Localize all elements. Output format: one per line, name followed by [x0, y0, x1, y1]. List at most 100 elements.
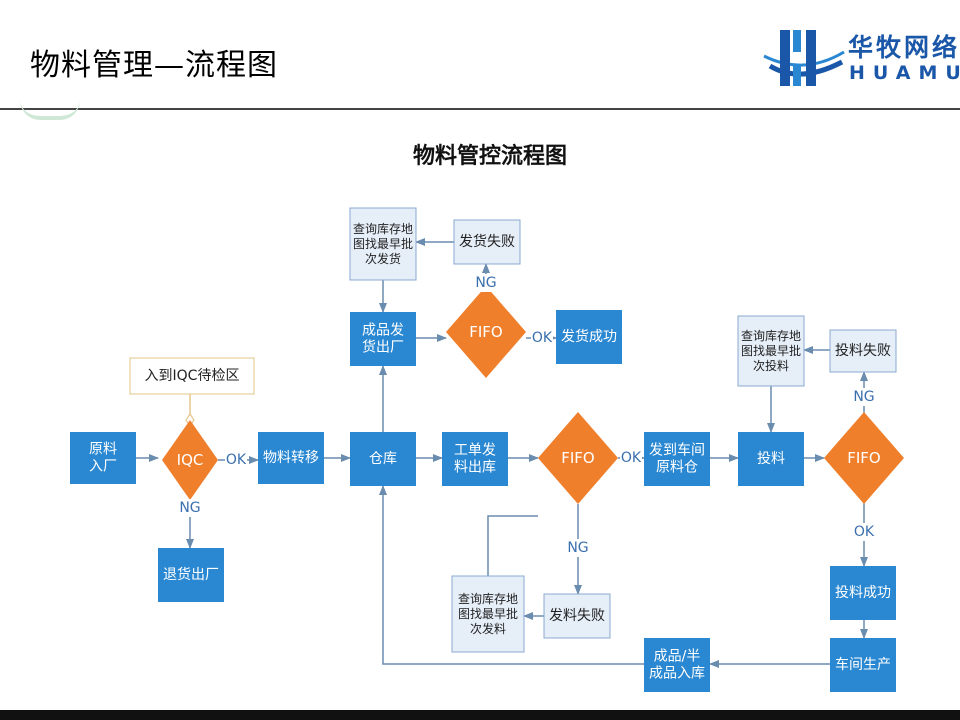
page-title: 物料管理—流程图	[30, 48, 278, 83]
node-shape	[738, 432, 804, 486]
node-shape	[543, 593, 611, 639]
node-label: 发到车间	[649, 442, 705, 459]
node-label: FIFO	[561, 449, 595, 467]
node-production: 车间生产	[830, 638, 896, 692]
edge-label-bg	[853, 523, 875, 541]
edge-label-fifo-feed-ok: OK	[854, 524, 875, 540]
node-shape	[830, 566, 896, 620]
h-logo-icon	[763, 30, 845, 86]
node-label: 成品入库	[649, 666, 705, 682]
node-shape	[350, 312, 416, 366]
node-shape	[442, 432, 508, 486]
node-label: 货出厂	[362, 339, 404, 356]
node-label: 成品/半	[654, 649, 701, 665]
node-feed-fail: 投料失败	[829, 329, 897, 373]
node-feed-ok: 投料成功	[830, 566, 896, 620]
node-label: 发货失败	[459, 233, 515, 250]
edge-label-bg	[225, 451, 247, 469]
node-shape	[158, 548, 224, 602]
node-shape	[258, 432, 324, 484]
node-shape	[349, 207, 417, 281]
edge-label-bg	[567, 539, 589, 557]
node-label: 入到IQC待检区	[145, 368, 240, 384]
node-label: 原料	[89, 442, 117, 458]
node-label: 仓库	[369, 451, 397, 467]
node-ship-fail: 发货失败	[453, 219, 521, 265]
node-label: 查询库存地	[353, 221, 413, 236]
node-label: 车间生产	[835, 656, 891, 673]
node-shape	[644, 432, 710, 486]
edge-label-fifo-feed-ng: NG	[853, 389, 874, 405]
decision-shape	[446, 286, 526, 378]
node-shape	[829, 329, 897, 373]
node-label: 查询库存地	[741, 328, 801, 343]
node-shape	[453, 219, 521, 265]
edge-label-fifo-ship-ok: OK	[532, 330, 553, 346]
node-label: 成品发	[362, 323, 404, 339]
node-label: 图找最早批	[353, 236, 413, 251]
edge-label-iqc-ok: OK	[226, 452, 247, 468]
diagram-title: 物料管控流程图	[412, 144, 567, 169]
edge-query-to-fifo-issue	[487, 515, 538, 576]
slide-header: 物料管理—流程图 华牧网络 HUAMU	[0, 0, 960, 108]
node-fifo-feed: FIFO	[824, 412, 904, 504]
edge-fg-to-warehouse	[379, 485, 644, 665]
node-label: 入厂	[89, 459, 117, 475]
node-label: 查询库存地	[458, 591, 518, 606]
node-label: FIFO	[469, 323, 503, 341]
node-label: 图找最早批	[458, 606, 518, 621]
footer-bar	[0, 710, 960, 720]
node-label: 原料仓	[656, 460, 698, 476]
decorative-arc	[20, 100, 80, 120]
node-label: 料出库	[454, 460, 496, 476]
edge-label-iqc-ng: NG	[179, 500, 200, 516]
node-shape	[737, 315, 805, 387]
header-divider	[0, 108, 960, 110]
node-label: FIFO	[847, 449, 881, 467]
node-label: 物料转移	[263, 450, 319, 466]
node-label: 次投料	[753, 358, 789, 373]
node-shape	[451, 575, 525, 653]
node-label: 退货出厂	[163, 566, 219, 583]
node-label: 发料失败	[549, 608, 605, 624]
node-fifo-issue: FIFO	[538, 412, 618, 504]
node-label: 投料	[757, 451, 785, 467]
node-label: 发货成功	[561, 328, 617, 345]
edge-label-fifo-ship-ng: NG	[475, 275, 496, 291]
edge-label-bg	[475, 274, 497, 292]
node-shape	[70, 432, 136, 484]
node-label: 次发货	[365, 251, 401, 266]
node-warehouse: 仓库	[350, 432, 416, 486]
node-label: IQC	[177, 451, 204, 469]
node-transfer: 物料转移	[258, 432, 324, 484]
node-iqc-area: 入到IQC待检区	[129, 357, 255, 395]
logo-name-en: HUAMU	[849, 62, 960, 84]
node-shape	[830, 638, 896, 692]
edge-label-fifo-issue-ng: NG	[567, 540, 588, 556]
decision-shape	[162, 420, 218, 500]
node-label: 投料失败	[835, 343, 891, 359]
node-iqc: IQC	[162, 420, 218, 500]
decision-shape	[824, 412, 904, 504]
node-fifo-ship: FIFO	[446, 286, 526, 378]
node-label: 图找最早批	[741, 343, 801, 358]
edge-label-bg	[620, 449, 642, 467]
node-issue-fail: 发料失败	[543, 593, 611, 639]
node-shape	[556, 310, 622, 364]
logo-name-cn: 华牧网络	[848, 33, 960, 62]
edge-label-bg	[531, 329, 553, 347]
node-label: 次发料	[470, 621, 506, 636]
node-return-out: 退货出厂	[158, 548, 224, 602]
node-feed: 投料	[738, 432, 804, 486]
edge-label-bg	[853, 388, 875, 406]
